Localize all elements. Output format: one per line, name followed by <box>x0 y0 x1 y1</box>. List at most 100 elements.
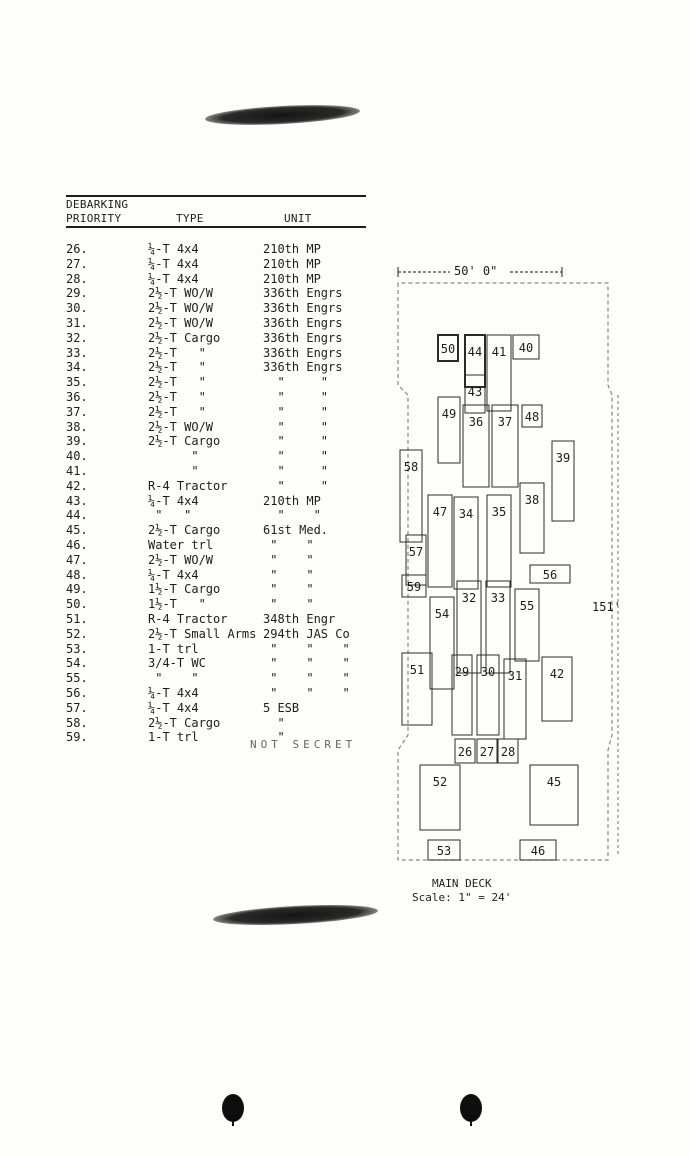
header-type: TYPE <box>176 212 204 225</box>
type-cell: 1½-T " <box>148 597 206 612</box>
unit-cell: " " " <box>263 641 350 656</box>
unit-cell: " " <box>263 419 329 434</box>
slot-34-box <box>453 496 479 590</box>
priority-cell: 49. <box>66 582 88 597</box>
slot-46-label: 46 <box>531 844 545 858</box>
type-cell: 2½-T WO/W <box>148 286 214 301</box>
unit-cell: " " <box>263 375 329 390</box>
caption-scale: Scale: 1" = 24' <box>412 891 512 904</box>
priority-cell: 40. <box>66 449 88 464</box>
unit-cell: " " <box>263 404 329 419</box>
redaction-smudge-bottom <box>212 901 379 929</box>
type-cell: 1-T trl <box>148 641 199 656</box>
type-cell: 2½-T WO/W <box>148 552 214 567</box>
unit-cell: " " <box>263 478 329 493</box>
slot-53-label: 53 <box>437 844 451 858</box>
slot-43-label: 43 <box>468 385 482 399</box>
slot-44-label: 44 <box>468 345 482 359</box>
slot-55-box <box>514 588 540 662</box>
slot-32-box <box>456 580 482 674</box>
slot-48-box <box>521 404 543 428</box>
unit-cell: 336th Engrs <box>263 360 343 375</box>
table-row: 36.2½-T " " " <box>66 390 376 405</box>
type-cell: 2½-T Cargo <box>148 715 221 730</box>
slot-53-box <box>427 839 461 861</box>
slot-37-box <box>491 404 519 488</box>
unit-cell: " " <box>263 508 321 523</box>
table-row: 39.2½-T Cargo " " <box>66 434 376 449</box>
slot-46-box <box>519 839 557 861</box>
slot-45-box <box>529 764 579 826</box>
type-cell: 3/4-T WC <box>148 656 206 671</box>
deck-length-label: 151' <box>592 600 621 614</box>
type-cell: 2½-T WO/W <box>148 419 214 434</box>
slot-57-box <box>405 534 427 586</box>
unit-cell: 336th Engrs <box>263 315 343 330</box>
table-row: 55. " " " " " <box>66 671 376 686</box>
priority-cell: 33. <box>66 345 88 360</box>
type-cell: R-4 Tractor <box>148 478 228 493</box>
table-row: 53.1-T trl " " " <box>66 642 376 657</box>
slot-57-label: 57 <box>409 545 423 559</box>
unit-cell: 336th Engrs <box>263 286 343 301</box>
unit-cell: 210th MP <box>263 493 321 508</box>
slot-47-box <box>427 494 453 588</box>
unit-cell: " " <box>263 552 314 567</box>
type-cell: ¼-T 4x4 <box>148 700 199 715</box>
slot-28-box <box>497 738 519 764</box>
type-cell: 2½-T Small Arms <box>148 626 257 641</box>
type-cell: 2½-T WO/W <box>148 315 214 330</box>
unit-cell: " <box>263 715 285 730</box>
unit-cell: " " <box>263 582 314 597</box>
unit-cell: " " " <box>263 685 350 700</box>
type-cell: ¼-T 4x4 <box>148 493 199 508</box>
slot-38-label: 38 <box>525 493 539 507</box>
table-row: 56.¼-T 4x4 " " " <box>66 686 376 701</box>
slot-27-box <box>476 738 498 764</box>
type-cell: ¼-T 4x4 <box>148 567 199 582</box>
type-cell: ¼-T 4x4 <box>148 242 199 256</box>
type-cell: ¼-T 4x4 <box>148 256 199 271</box>
priority-cell: 37. <box>66 404 88 419</box>
header-top-rule <box>66 195 366 197</box>
type-cell: " <box>148 449 199 464</box>
slot-50-label: 50 <box>441 342 455 356</box>
unit-cell: " " <box>263 449 329 464</box>
unit-cell: 336th Engrs <box>263 330 343 345</box>
slot-33-label: 33 <box>491 591 505 605</box>
slot-35-box <box>486 494 512 588</box>
slot-51-label: 51 <box>410 663 424 677</box>
slot-26-box <box>454 738 476 764</box>
unit-cell: " " <box>263 567 314 582</box>
unit-cell: " " <box>263 537 314 552</box>
priority-cell: 59. <box>66 730 88 745</box>
table-row: 35.2½-T " " " <box>66 375 376 390</box>
priority-cell: 26. <box>66 242 88 256</box>
header-priority-line2: PRIORITY <box>66 212 122 225</box>
slot-35-label: 35 <box>492 505 506 519</box>
priority-cell: 55. <box>66 671 88 686</box>
binder-hole-left <box>222 1094 244 1126</box>
table-row: 46.Water trl " " <box>66 538 376 553</box>
table-row: 48.¼-T 4x4 " " <box>66 568 376 583</box>
priority-cell: 31. <box>66 315 88 330</box>
priority-cell: 34. <box>66 360 88 375</box>
priority-cell: 45. <box>66 523 88 538</box>
slot-30-label: 30 <box>481 665 495 679</box>
slot-49-box <box>437 396 461 464</box>
slot-54-label: 54 <box>435 607 449 621</box>
type-cell: 2½-T Cargo <box>148 434 221 449</box>
type-cell: 2½-T Cargo <box>148 330 221 345</box>
slot-58-box <box>399 449 423 543</box>
unit-cell: 336th Engrs <box>263 345 343 360</box>
priority-cell: 29. <box>66 286 88 301</box>
slot-36-label: 36 <box>469 415 483 429</box>
type-cell: 1-T trl <box>148 730 199 745</box>
slot-55-label: 55 <box>520 599 534 613</box>
